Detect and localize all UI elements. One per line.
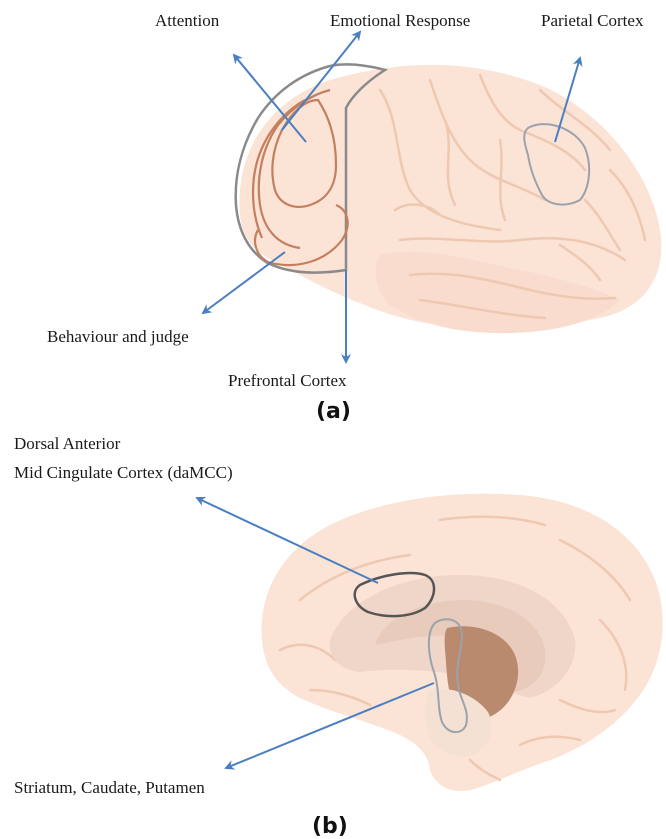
label-emotional-response: Emotional Response [330,11,470,30]
label-damcc-line1: Dorsal Anterior [14,434,121,453]
arrow-behaviour [203,252,285,313]
label-behaviour-and-judge: Behaviour and judge [47,327,189,346]
panel-a-label: (a) [316,399,351,424]
panel-b-label: (b) [312,814,348,839]
label-damcc-line2: Mid Cingulate Cortex (daMCC) [14,463,233,482]
label-parietal-cortex: Parietal Cortex [541,11,644,30]
label-attention: Attention [155,11,220,30]
panel-a: Attention Emotional Response Parietal Co… [47,11,661,424]
label-prefrontal-cortex: Prefrontal Cortex [228,371,347,390]
panel-b: Dorsal Anterior Mid Cingulate Cortex (da… [14,434,663,839]
label-striatum: Striatum, Caudate, Putamen [14,778,205,797]
